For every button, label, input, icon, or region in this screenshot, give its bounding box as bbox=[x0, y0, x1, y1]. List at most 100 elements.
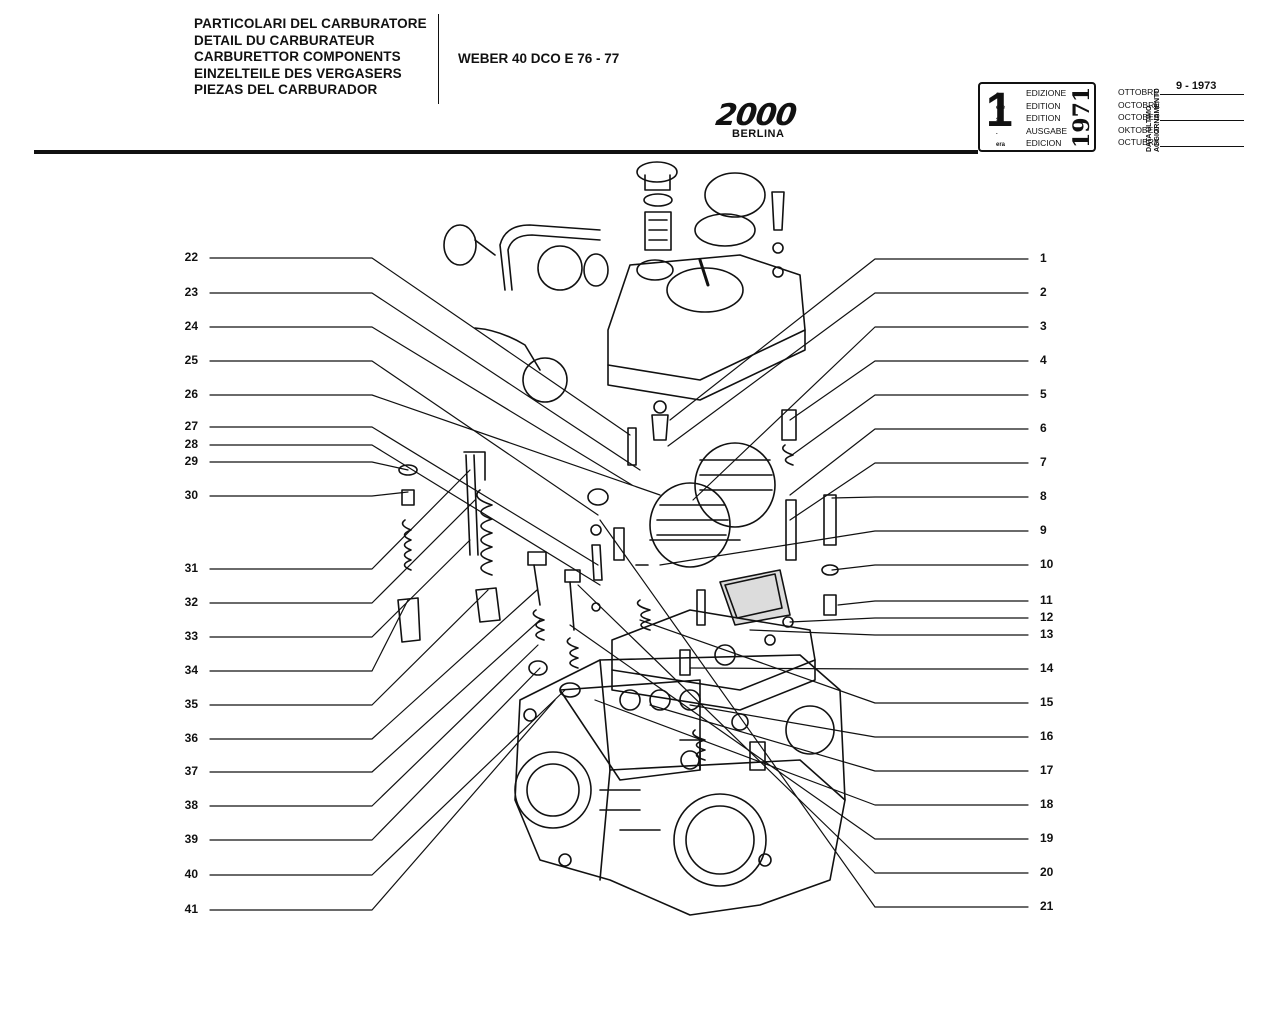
edition-suffix: a bbox=[996, 92, 1000, 98]
callout-label: 16 bbox=[1040, 729, 1054, 743]
update-line bbox=[1160, 94, 1244, 95]
leader-line bbox=[209, 461, 409, 471]
callout-label: 37 bbox=[184, 764, 198, 778]
callout-label: 40 bbox=[184, 867, 198, 881]
leader-lines bbox=[209, 257, 1029, 911]
callout-label: 36 bbox=[184, 731, 198, 745]
leader-line bbox=[209, 444, 601, 586]
callout-label: 7 bbox=[1040, 455, 1047, 469]
leader-line bbox=[689, 704, 1029, 738]
title-fr: DETAIL DU CARBURATEUR bbox=[194, 32, 375, 48]
edition-suffix: era bbox=[996, 142, 1006, 148]
callout-label: 13 bbox=[1040, 627, 1054, 641]
callout-label: 30 bbox=[184, 488, 198, 502]
callout-label: 2 bbox=[1040, 285, 1047, 299]
callout-label: 14 bbox=[1040, 661, 1054, 675]
leader-line bbox=[669, 258, 1029, 421]
leader-line bbox=[749, 629, 1029, 636]
leader-line bbox=[209, 469, 471, 570]
callout-label: 38 bbox=[184, 798, 198, 812]
edition-month: OTTOBRE bbox=[1118, 87, 1159, 97]
update-date: 9 - 1973 bbox=[1176, 80, 1217, 92]
edition-label: EDITION bbox=[1026, 113, 1061, 123]
header-rule bbox=[34, 150, 978, 154]
carburettor-body bbox=[514, 654, 846, 916]
callout-label: 12 bbox=[1040, 610, 1054, 624]
title-block: PARTICOLARI DEL CARBURATORE DETAIL DU CA… bbox=[194, 16, 427, 99]
callout-label: 28 bbox=[184, 437, 198, 451]
leader-line bbox=[667, 292, 1029, 447]
jets-and-springs bbox=[397, 409, 839, 761]
leader-line bbox=[791, 394, 1029, 456]
callout-label: 32 bbox=[184, 595, 198, 609]
callout-label: 15 bbox=[1040, 695, 1054, 709]
callout-label: 4 bbox=[1040, 353, 1047, 367]
callout-label: 35 bbox=[184, 697, 198, 711]
callout-label: 9 bbox=[1040, 523, 1047, 537]
leader-line bbox=[209, 394, 661, 496]
callout-label: 29 bbox=[184, 454, 198, 468]
leader-line bbox=[789, 360, 1029, 421]
leader-line bbox=[209, 292, 641, 471]
callout-label: 24 bbox=[184, 319, 198, 333]
edition-suffix: st bbox=[996, 117, 1002, 123]
fuel-pipe bbox=[443, 224, 609, 403]
callout-label: 11 bbox=[1040, 593, 1053, 607]
leader-line bbox=[209, 257, 631, 436]
leader-line bbox=[209, 426, 599, 566]
title-de: EINZELTEILE DES VERGASERS bbox=[194, 65, 402, 81]
callout-label: 17 bbox=[1040, 763, 1054, 777]
leader-line bbox=[659, 530, 1029, 566]
callout-label: 5 bbox=[1040, 387, 1047, 401]
leader-line bbox=[831, 564, 1029, 571]
callout-label: 23 bbox=[184, 285, 198, 299]
leader-line bbox=[209, 539, 471, 638]
callout-label: 31 bbox=[184, 561, 198, 575]
edition-labels: EDIZIONE EDITION EDITION AUSGABE EDICION bbox=[1026, 87, 1067, 150]
callout-label: 18 bbox=[1040, 797, 1054, 811]
callout-label: 41 bbox=[184, 902, 198, 916]
callout-label: 34 bbox=[184, 663, 198, 677]
leader-line bbox=[209, 667, 541, 841]
callout-label: 6 bbox=[1040, 421, 1047, 435]
brand-subtitle: BERLINA bbox=[732, 128, 785, 140]
edition-month: OCTOBRE bbox=[1118, 99, 1160, 110]
leader-line bbox=[837, 600, 1029, 606]
leader-line bbox=[639, 619, 1029, 704]
leader-line bbox=[789, 617, 1029, 623]
callout-label: 1 bbox=[1040, 251, 1047, 265]
update-line bbox=[1160, 120, 1244, 121]
leader-line bbox=[209, 499, 476, 604]
leader-line bbox=[209, 689, 566, 876]
leader-line bbox=[689, 667, 1029, 670]
leader-line bbox=[209, 491, 409, 497]
leader-line bbox=[209, 619, 541, 773]
leader-line bbox=[649, 704, 1029, 772]
callout-label: 26 bbox=[184, 387, 198, 401]
title-en: CARBURETTOR COMPONENTS bbox=[194, 49, 401, 64]
edition-month: OKTOBER bbox=[1118, 124, 1160, 135]
leader-line bbox=[209, 326, 633, 486]
leader-line bbox=[209, 644, 539, 807]
edition-suffix: . bbox=[996, 129, 998, 136]
leader-line bbox=[789, 462, 1029, 521]
leader-line bbox=[209, 699, 556, 911]
leader-line bbox=[209, 589, 489, 706]
leader-line bbox=[209, 360, 599, 516]
edition-months: OTTOBRE OCTOBRE OCTOBER OKTOBER OCTUBRE bbox=[1118, 86, 1160, 149]
callout-label: 10 bbox=[1040, 557, 1054, 571]
edition-number: 1 bbox=[986, 84, 1013, 137]
top-cover bbox=[607, 254, 806, 441]
title-divider bbox=[438, 14, 439, 104]
model-label: WEBER 40 DCO E 76 - 77 bbox=[458, 51, 620, 66]
callout-label: 22 bbox=[184, 250, 198, 264]
leader-line bbox=[209, 599, 409, 672]
edition-label: EDICION bbox=[1026, 138, 1062, 148]
leader-line bbox=[209, 589, 538, 740]
callout-label: 27 bbox=[184, 419, 198, 433]
edition-label: EDIZIONE bbox=[1026, 88, 1067, 98]
edition-label: AUSGABE bbox=[1026, 125, 1068, 136]
callout-label: 3 bbox=[1040, 319, 1047, 333]
title-it: PARTICOLARI DEL CARBURATORE bbox=[194, 16, 427, 31]
edition-box: 1 a ere st . era EDIZIONE EDITION EDITIO… bbox=[978, 82, 1096, 152]
